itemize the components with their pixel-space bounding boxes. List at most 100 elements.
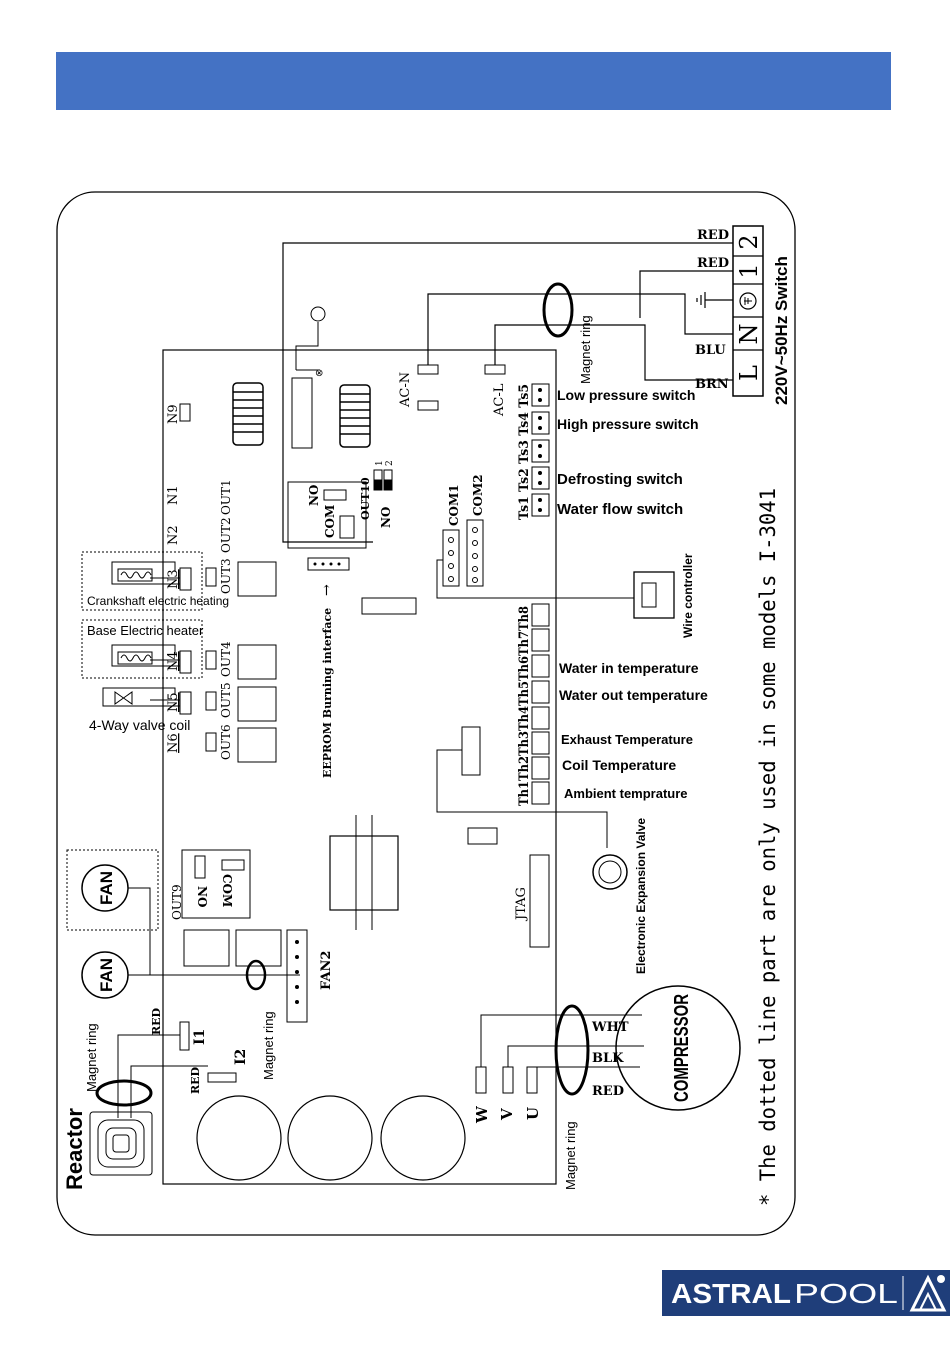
- no-label: NO: [307, 485, 321, 506]
- compressor: [615, 985, 741, 1111]
- capacitor-1: [196, 1095, 282, 1181]
- power-terminal-block: 2 1 N L: [732, 225, 764, 397]
- com-pins: [448, 527, 478, 583]
- ac-n-connector-2: [417, 400, 439, 411]
- relay-out10: [287, 481, 367, 549]
- water-flow-label: Water flow switch: [557, 501, 683, 518]
- low-pressure-label: Low pressure switch: [557, 387, 695, 403]
- magnet-ring-reactor-label: Magnet ring: [84, 1023, 99, 1092]
- reactor-wires: [117, 1034, 208, 1118]
- n4-label: N4: [166, 651, 181, 671]
- base-heater-label: Base Electric heater: [87, 623, 204, 638]
- water-out-label: Water out temperature: [559, 687, 708, 703]
- n6-label: N6: [166, 733, 181, 753]
- wire-controller-port: [641, 582, 657, 608]
- w-label: W: [473, 1105, 491, 1124]
- red-i2: RED: [189, 1066, 202, 1094]
- blk-label: BLK: [592, 1051, 624, 1066]
- inductor-2: [339, 384, 371, 448]
- eeprom-connector: [307, 557, 350, 571]
- out9-label: OUT9: [170, 884, 184, 920]
- reactor-icon: [89, 1111, 153, 1176]
- out4-label: OUT4: [219, 641, 233, 677]
- eev-connector: [461, 726, 481, 776]
- pcb-board: [162, 349, 557, 1185]
- logo-background: [662, 1270, 950, 1316]
- base-heater-dotted-box: [81, 619, 203, 679]
- water-in-label: Water in temperature: [559, 660, 699, 676]
- ac-l-connector: [484, 364, 506, 375]
- transformer: [329, 835, 399, 911]
- com1-label: COM1: [447, 484, 461, 526]
- u-connector: [526, 1066, 538, 1094]
- base-heater-icon: [111, 644, 180, 667]
- logo-text-light: POOL: [794, 1278, 898, 1309]
- wht-label: WHT: [591, 1020, 629, 1035]
- no-out9-label: NO: [195, 886, 209, 907]
- terminal-n: N: [735, 324, 763, 345]
- i2-connector: [207, 1072, 237, 1083]
- i1-label: I1: [192, 1029, 208, 1045]
- ambient-label: Ambient temprature: [564, 786, 688, 801]
- w-connector: [475, 1066, 487, 1094]
- compressor-label: COMPRESSOR: [671, 994, 693, 1102]
- magnet-ring-comp: [554, 1004, 590, 1096]
- out9-no-pin: [194, 855, 206, 879]
- ac-n-connector: [417, 364, 439, 375]
- eeprom-chip: [361, 597, 417, 615]
- wire-blu: BLU: [695, 343, 726, 358]
- wire-red-1: RED: [697, 228, 729, 243]
- high-pressure-label: High pressure switch: [557, 416, 699, 432]
- ac-n-label: AC-N: [398, 372, 413, 408]
- chassis-ground-icon: [696, 292, 706, 308]
- fan-bottom-label: FAN: [97, 958, 116, 992]
- four-way-label: 4-Way valve coil: [89, 717, 190, 733]
- out2-label: OUT2: [219, 517, 233, 553]
- relay-block-b: [235, 929, 282, 967]
- wire-red-2: RED: [697, 256, 729, 271]
- wire-controller-label: Wire controller: [681, 553, 695, 638]
- eeprom-pins: [313, 562, 341, 566]
- relay-out9: [181, 849, 251, 919]
- diagram-frame: [56, 191, 796, 1236]
- eeprom-arrow: →: [319, 584, 335, 596]
- logo-triangle-icon: [909, 1274, 947, 1312]
- astralpool-logo: ASTRAL POOL: [662, 1270, 950, 1316]
- com-out9-label: COM: [220, 874, 234, 907]
- magnet-ring-power-label: Magnet ring: [578, 315, 593, 384]
- n9-label: N9: [166, 404, 181, 424]
- crankshaft-heater-icon: [111, 561, 180, 585]
- ground-wire: [295, 322, 320, 371]
- out3-label: OUT3: [219, 558, 233, 594]
- fan-top-label: FAN: [97, 871, 116, 905]
- out6-label: OUT6: [219, 724, 233, 760]
- eev-cable: [436, 749, 608, 848]
- ground-symbol-icon: [739, 292, 757, 310]
- ground-x-icon: ⊗: [315, 368, 323, 379]
- ac-l-label: AC-L: [492, 383, 507, 417]
- chip-component: [467, 827, 498, 845]
- terminal-l: L: [735, 365, 763, 381]
- magnet-ring-reactor: [95, 1079, 153, 1107]
- relay-out10-com: [339, 515, 355, 539]
- out1-label: OUT1: [219, 479, 233, 515]
- magnet-ring-power: [542, 282, 574, 338]
- v-label: V: [498, 1108, 516, 1121]
- fan-dotted-box: [66, 849, 159, 931]
- com2-label: COM2: [471, 474, 485, 516]
- fan2-label: FAN2: [319, 951, 334, 990]
- fan2-pins: [295, 940, 299, 1004]
- header-bar: [56, 52, 891, 110]
- magnet-ring-comp-label: Magnet ring: [563, 1121, 578, 1190]
- fan2-connector: [286, 929, 308, 1023]
- n2-label: N2: [166, 525, 181, 545]
- u-label: U: [524, 1107, 542, 1120]
- power-wires: [282, 242, 733, 543]
- note-text: * The dotted line part are only used in …: [756, 488, 780, 1206]
- red-comp-label: RED: [592, 1084, 624, 1099]
- out9-com-pin: [221, 859, 245, 871]
- com2-connector: [466, 519, 484, 587]
- defrosting-label: Defrosting switch: [557, 471, 683, 488]
- th-header: Th1Th2Th3Th4Th5Th6Th7Th8: [517, 606, 532, 806]
